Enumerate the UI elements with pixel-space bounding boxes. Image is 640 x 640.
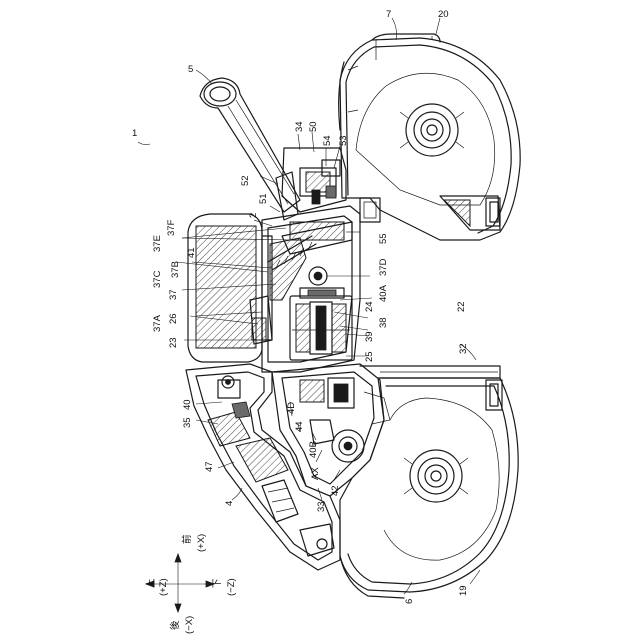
label-55: 55 <box>378 233 389 244</box>
label-51: 51 <box>258 193 269 204</box>
label-54: 54 <box>322 135 333 146</box>
label-23: 23 <box>168 337 179 348</box>
label-2: 2 <box>248 213 259 218</box>
label-38: 38 <box>378 317 389 328</box>
gear-head <box>276 148 346 220</box>
label-33: 33 <box>316 501 327 512</box>
label-1: 1 <box>132 128 137 139</box>
label-52: 52 <box>240 175 251 186</box>
label-53: 53 <box>338 135 349 146</box>
label-40: 40 <box>182 399 193 410</box>
label-37: 37 <box>168 289 179 300</box>
axis-up-sign: (+Z) <box>158 578 169 596</box>
axis-front-label: 前 <box>181 534 193 544</box>
label-4D: 4D <box>286 402 297 414</box>
label-25: 25 <box>364 351 375 362</box>
label-39: 39 <box>364 331 375 342</box>
label-7: 7 <box>386 9 391 20</box>
label-34: 34 <box>294 121 305 132</box>
label-19: 19 <box>458 585 469 596</box>
label-47: 47 <box>204 461 215 472</box>
lower-wheel-hub <box>404 450 468 502</box>
label-32: 32 <box>458 343 469 354</box>
axis-rear-label: 後 <box>169 620 181 630</box>
handle-arm <box>200 78 300 212</box>
upper-wheel-cover <box>339 34 521 240</box>
axis-down-sign: (−Z) <box>226 578 237 596</box>
label-42: 42 <box>330 485 341 496</box>
label-40B: 40B <box>308 441 319 458</box>
label-40A: 40A <box>378 284 389 302</box>
direction-indicator: 前 (+X) 上 (+Z) 下 (−Z) 後 (−X) <box>146 534 237 634</box>
label-44: 44 <box>294 421 305 432</box>
axis-rear-sign: (−X) <box>184 616 195 634</box>
lower-transmission <box>272 364 390 496</box>
label-6: 6 <box>404 599 415 604</box>
upper-wheel-hub <box>400 104 464 156</box>
label-41: 41 <box>186 247 197 258</box>
label-37C: 37C <box>152 270 163 288</box>
label-4: 4 <box>224 501 235 506</box>
label-37A: 37A <box>152 314 163 332</box>
label-26: 26 <box>168 313 179 324</box>
axis-up-label: 上 <box>146 578 157 588</box>
label-50: 50 <box>308 121 319 132</box>
label-5: 5 <box>188 64 193 75</box>
label-37B: 37B <box>170 261 181 278</box>
label-24: 24 <box>364 301 375 312</box>
label-37D: 37D <box>378 258 389 276</box>
label-20: 20 <box>438 9 449 20</box>
axis-down-label: 下 <box>212 578 223 588</box>
lower-wheel-cover <box>340 378 518 598</box>
label-37F: 37F <box>166 219 177 236</box>
label-37E: 37E <box>152 235 163 252</box>
label-AX: AX <box>310 467 321 480</box>
label-22: 22 <box>456 301 467 312</box>
motor <box>250 288 352 360</box>
label-35: 35 <box>182 417 193 428</box>
axis-front-sign: (+X) <box>196 534 207 552</box>
